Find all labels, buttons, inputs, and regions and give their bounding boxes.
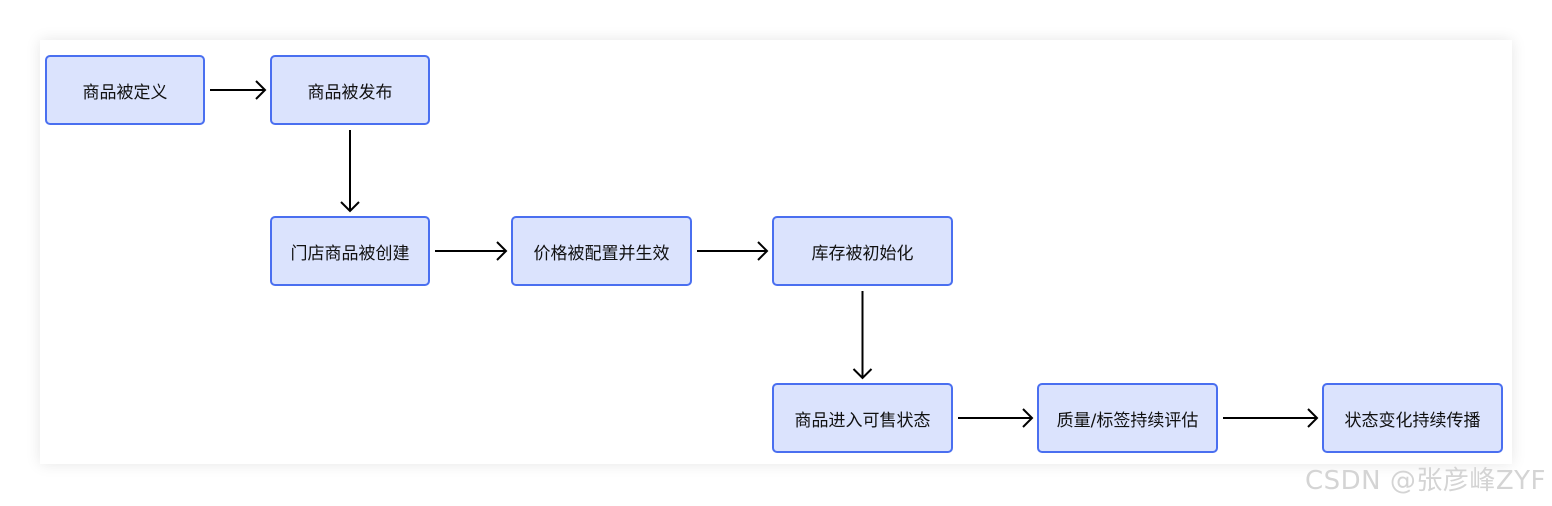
node-store-create[interactable]: 门店商品被创建 xyxy=(270,216,430,286)
node-define[interactable]: 商品被定义 xyxy=(45,55,205,125)
node-state-propagate[interactable]: 状态变化持续传播 xyxy=(1322,383,1503,453)
node-quality-eval[interactable]: 质量/标签持续评估 xyxy=(1037,383,1218,453)
node-price-config[interactable]: 价格被配置并生效 xyxy=(511,216,692,286)
node-inventory-init[interactable]: 库存被初始化 xyxy=(772,216,953,286)
watermark: CSDN @张彦峰ZYF xyxy=(1304,466,1546,496)
node-publish[interactable]: 商品被发布 xyxy=(270,55,430,125)
node-sellable[interactable]: 商品进入可售状态 xyxy=(772,383,953,453)
